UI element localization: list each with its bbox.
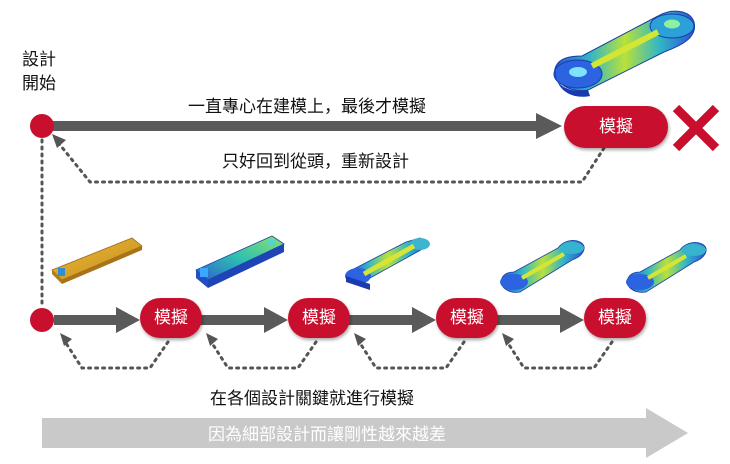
start-dot-top (30, 114, 54, 138)
fea-model-iter-1 (51, 237, 143, 284)
iter-feedback-loops (62, 338, 614, 370)
start-dot-bottom (30, 308, 54, 332)
iter-arrow-1 (54, 307, 140, 333)
simulate-pill-3: 模擬 (436, 298, 498, 338)
return-path-caption: 只好回到從頭，重新設計 (222, 152, 409, 172)
iter-arrow-2 (200, 307, 288, 333)
iter-arrow-4 (496, 307, 584, 333)
feedback-loop-3 (356, 338, 466, 370)
top-return-arrowhead (52, 134, 66, 148)
top-path-caption: 一直專心在建模上，最後才模擬 (188, 97, 426, 117)
feedback-loop-2 (208, 338, 318, 370)
iter-arrow-3 (348, 307, 436, 333)
top-return-dotted-line (54, 138, 606, 184)
simulate-pill-final: 模擬 (564, 106, 668, 148)
iter-feedback-arrowheads (60, 333, 514, 346)
fea-model-iter-2 (195, 235, 285, 288)
feedback-loop-4 (504, 338, 614, 370)
fea-model-iter-4 (500, 240, 585, 293)
iterative-path-caption: 在各個設計關鍵就進行模擬 (210, 389, 414, 409)
feedback-loop-1 (62, 338, 170, 370)
reject-cross-icon (672, 104, 720, 152)
top-main-arrow (52, 113, 562, 139)
simulate-pill-2: 模擬 (288, 298, 350, 338)
fea-model-iter-3 (345, 237, 430, 290)
fea-model-iter-5 (626, 242, 707, 293)
progress-banner-text: 因為細部設計而讓剛性越來越差 (208, 425, 446, 445)
simulate-pill-1: 模擬 (140, 298, 202, 338)
start-label: 設計 開始 (22, 50, 56, 94)
fea-model-final-large (553, 10, 696, 97)
simulate-pill-4: 模擬 (584, 298, 646, 338)
progress-banner-arrow (42, 408, 688, 458)
